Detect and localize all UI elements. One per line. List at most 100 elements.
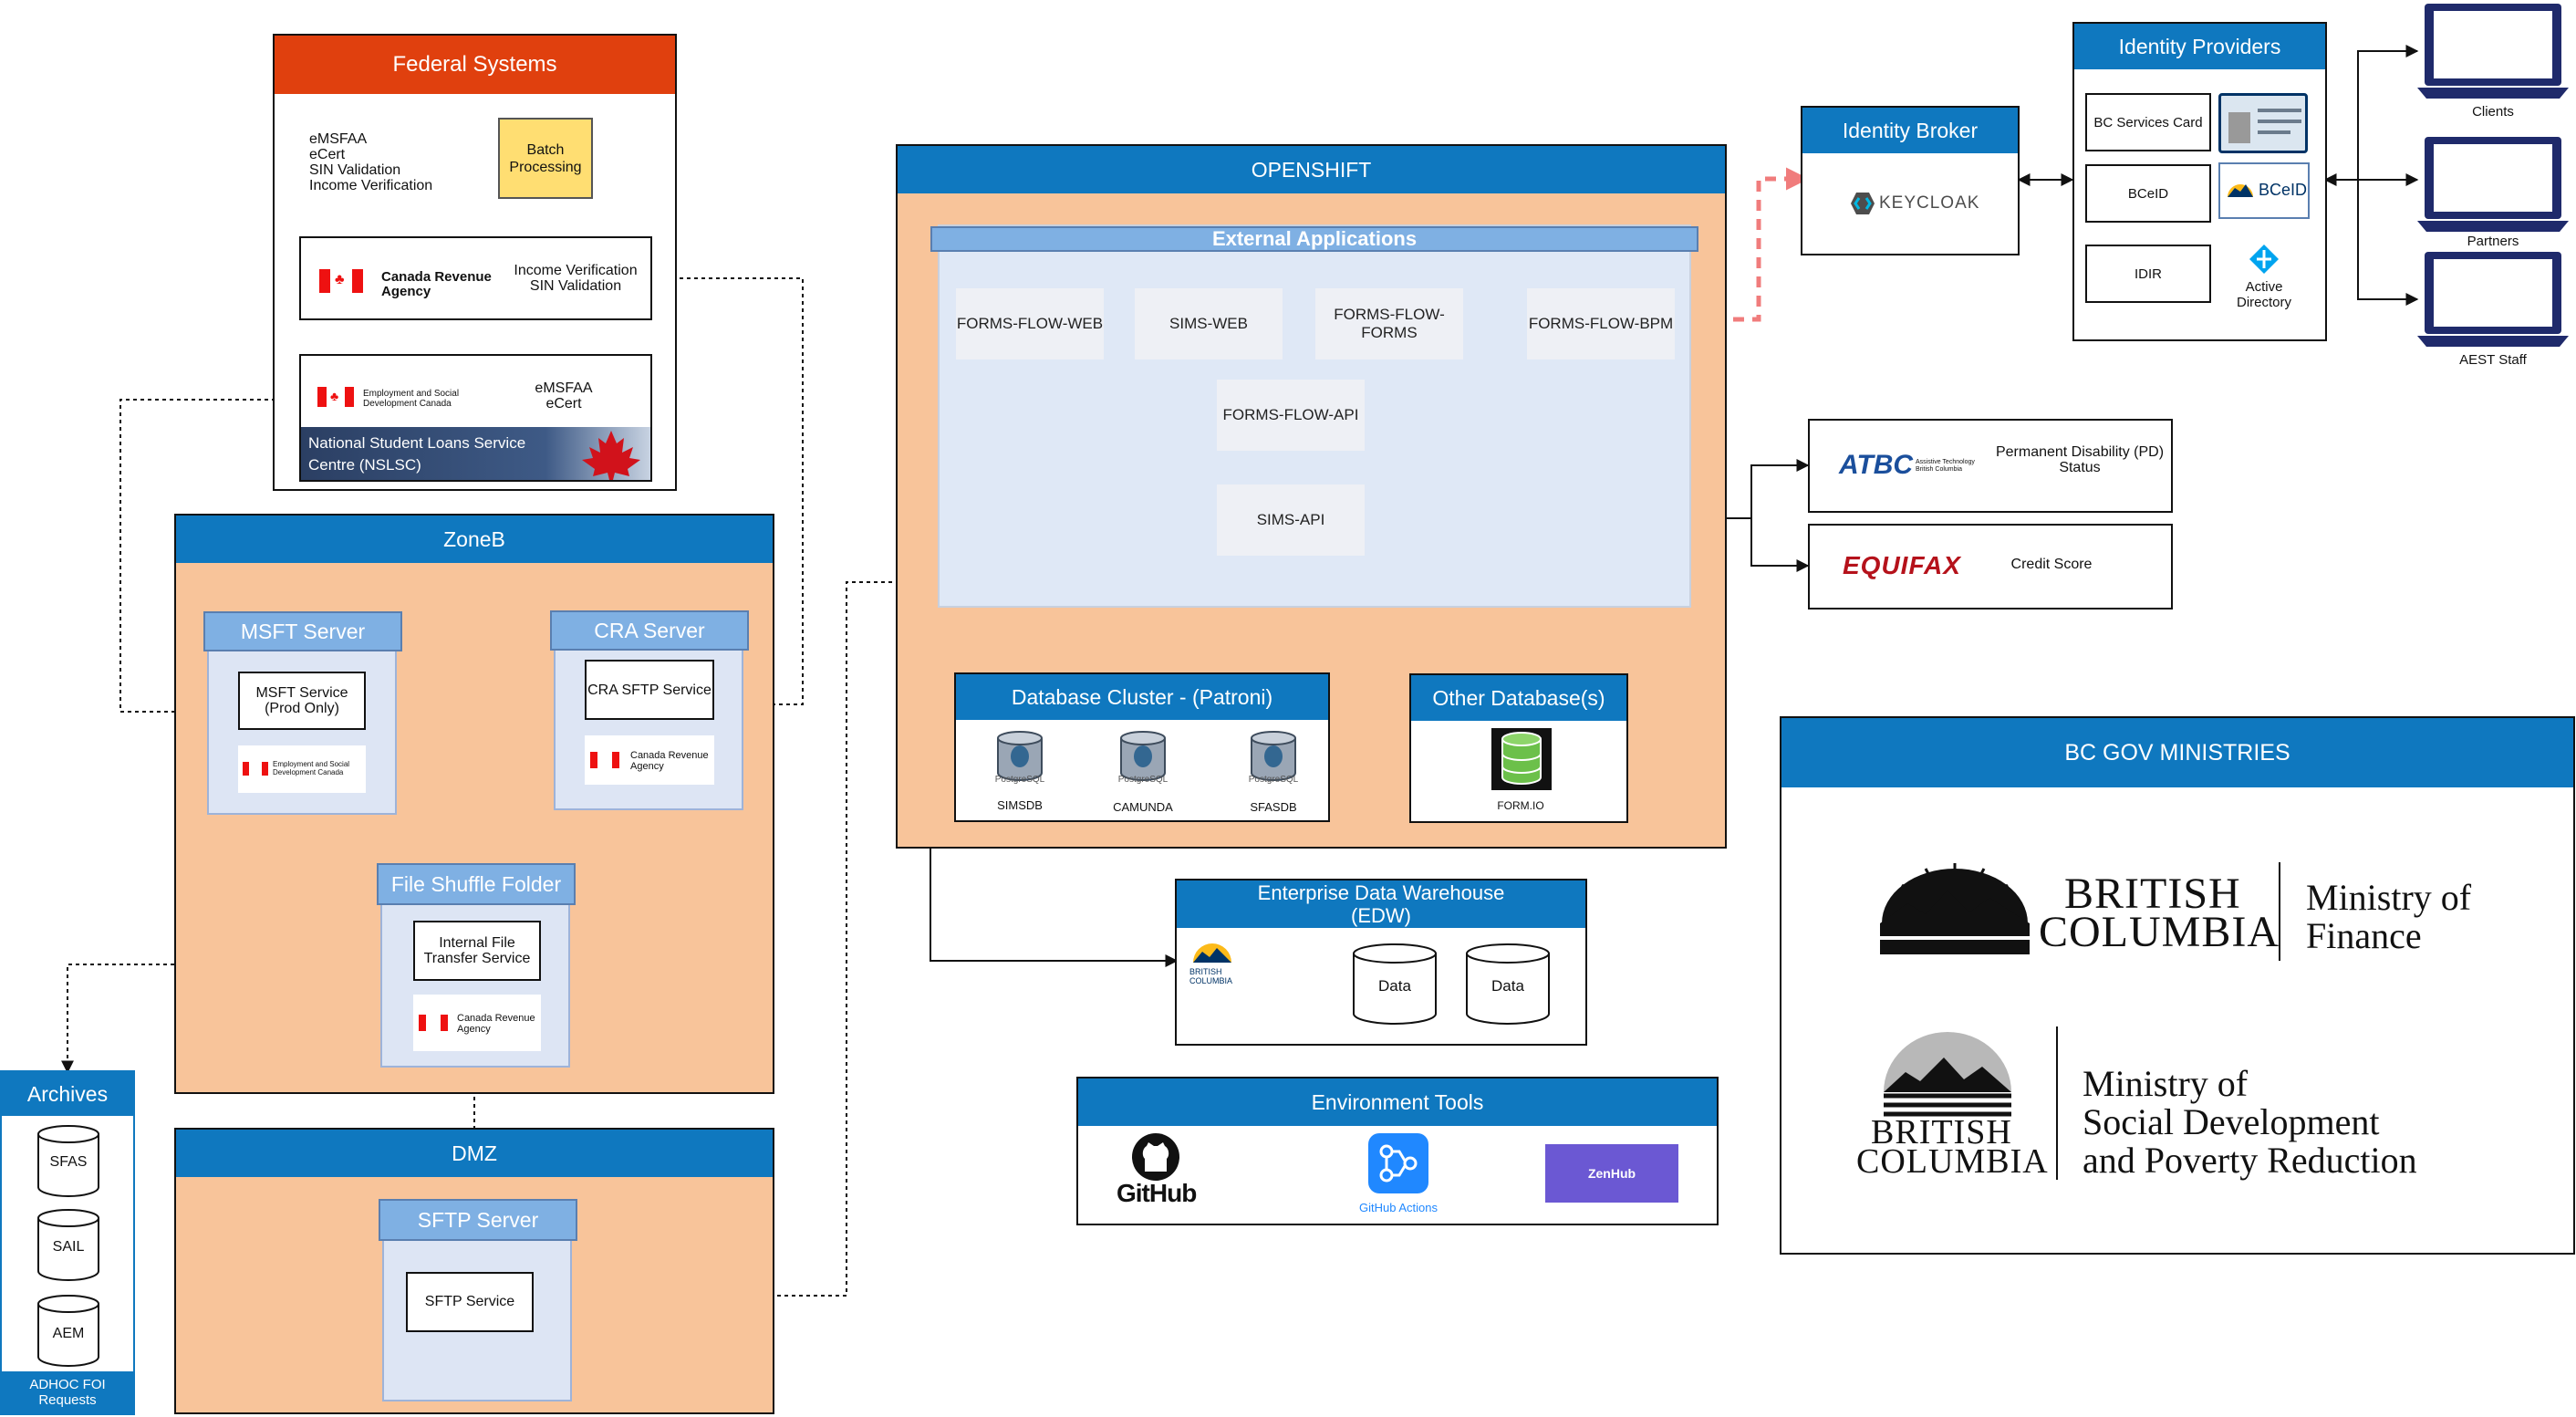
formio-icon <box>1491 728 1552 790</box>
bcsc-card-icon <box>2218 93 2308 153</box>
archives-title: Archives <box>2 1072 133 1116</box>
archive-db-aem <box>37 1295 99 1367</box>
bc-gov-ministries-panel: BC GOV MINISTRIES BRITISH COLUMBIA Minis… <box>1780 716 2575 1255</box>
connector-bpm-to-broker <box>1690 167 1809 331</box>
nslsc-text: National Student Loans Service Centre (N… <box>308 434 526 474</box>
cra-federal-box: ♣ Canada Revenue Agency Income Verificat… <box>299 236 652 320</box>
db-simsdb: SIMSDB <box>997 798 1043 812</box>
archives-footer: ADHOC FOI Requests <box>2 1371 133 1413</box>
canada-flag-icon <box>243 762 268 776</box>
provider-bceid: BCeID <box>2085 164 2211 223</box>
user-clients-label: Clients <box>2472 104 2514 120</box>
canada-flag-icon <box>590 752 619 768</box>
equifax-description: Credit Score <box>2010 557 2093 572</box>
canada-flag-icon <box>419 1015 448 1031</box>
identity-broker-title: Identity Broker <box>1802 108 2018 153</box>
archives-panel: Archives SFAS SAIL AEM ADHOC FOI Request… <box>0 1070 135 1415</box>
provider-idir: IDIR <box>2085 245 2211 303</box>
bc-wordmark-line1: BRITISH <box>1871 1113 2012 1151</box>
ministry-finance-line1: Ministry of <box>2306 877 2472 918</box>
laptop-icon <box>2417 252 2569 347</box>
equifax-logo-text: EQUIFAX <box>1843 551 1961 579</box>
cra-federal-name: Canada Revenue Agency <box>381 269 492 299</box>
connector-to-clients <box>2357 45 2419 180</box>
ministry-divider <box>2279 862 2280 961</box>
other-databases-title: Other Database(s) <box>1411 675 1626 721</box>
ministry-sdpr-line1: Ministry of <box>2083 1063 2249 1104</box>
ministry-divider <box>2056 1026 2058 1180</box>
bc-sun-logo-icon <box>1884 1032 2011 1117</box>
msft-server: MSFT Server MSFT Service (Prod Only) Emp… <box>203 611 402 815</box>
federal-systems-list: eMSFAA eCert SIN Validation Income Verif… <box>309 131 432 193</box>
msft-service-box: MSFT Service (Prod Only) <box>238 672 366 730</box>
postgresql-label: PostgreSQL <box>1248 775 1299 785</box>
edw-data-store-2 <box>1466 943 1550 1025</box>
bceid-logo: BCeID <box>2218 162 2310 219</box>
other-databases: Other Database(s) FORM.IO <box>1409 673 1628 823</box>
openshift-panel: OPENSHIFT External Applications FORMS-FL… <box>896 144 1727 849</box>
ministry-of-sdpr: Ministry of Social Development and Pover… <box>2083 1065 2417 1180</box>
bceid-logo-text: BCeID <box>2259 181 2308 199</box>
postgresql-icon <box>1120 731 1166 781</box>
federal-system-item: eMSFAA <box>309 131 368 147</box>
internal-file-transfer-box: Internal File Transfer Service <box>413 921 541 981</box>
equifax-box: EQUIFAX Credit Score <box>1808 524 2173 610</box>
zoneb-panel: ZoneB MSFT Server MSFT Service (Prod Onl… <box>174 514 774 1094</box>
bc-gov-ministries-title: BC GOV MINISTRIES <box>1781 718 2573 787</box>
provider-bcsc: BC Services Card <box>2085 93 2211 151</box>
openshift-title: OPENSHIFT <box>898 146 1725 193</box>
bc-wordmark-2: BRITISH COLUMBIA <box>1856 1113 2049 1181</box>
file-shuffle-folder-header: File Shuffle Folder <box>377 863 576 905</box>
archive-label-aem: AEM <box>52 1326 85 1341</box>
active-directory-label: Active Directory <box>2236 279 2291 310</box>
edw-bc-logo-text: BRITISH COLUMBIA <box>1189 967 1233 985</box>
connector-to-equifax <box>1750 518 1810 572</box>
ministry-of-finance: Ministry of Finance <box>2306 879 2471 955</box>
edw-data-label-1: Data <box>1378 977 1411 995</box>
ministry-sdpr-line2: Social Development <box>2083 1101 2380 1142</box>
msft-esdc-logo: Employment and Social Development Canada <box>238 745 366 793</box>
app-forms-flow-forms: FORMS-FLOW-FORMS <box>1315 288 1463 359</box>
identity-broker-panel: Identity Broker KEYCLOAK <box>1801 106 2020 255</box>
laptop-icon <box>2417 137 2569 232</box>
esdc-federal-desc: eMSFAA eCert <box>535 380 593 412</box>
edw-panel: Enterprise Data Warehouse (EDW) BRITISH … <box>1175 879 1587 1046</box>
environment-tools-panel: Environment Tools GitHub GitHub Actions … <box>1076 1077 1719 1225</box>
bc-gov-logo-icon <box>2228 184 2253 197</box>
bc-wordmark-1: BRITISH COLUMBIA <box>2039 872 2280 956</box>
github-actions-icon <box>1368 1133 1428 1193</box>
edw-data-label-2: Data <box>1491 977 1524 995</box>
user-aest-staff-label: AEST Staff <box>2459 352 2527 368</box>
bc-wordmark-line2: COLUMBIA <box>2039 908 2280 956</box>
bc-wordmark-line2: COLUMBIA <box>1856 1142 2049 1181</box>
app-forms-flow-web: FORMS-FLOW-WEB <box>956 288 1104 359</box>
atbc-box: ATBC Assistive Technology British Columb… <box>1808 419 2173 513</box>
ministry-sdpr-line3: and Poverty Reduction <box>2083 1140 2417 1181</box>
edw-data-store-1 <box>1353 943 1437 1025</box>
bc-sun-logo-icon <box>1880 863 2030 954</box>
postgresql-icon <box>1251 731 1296 781</box>
github-label: GitHub <box>1117 1179 1197 1207</box>
cra-sftp-service-box: CRA SFTP Service <box>585 660 714 720</box>
esdc-federal-name: Employment and Social Development Canada <box>363 389 460 409</box>
maple-leaf-icon <box>582 431 640 480</box>
nslsc-banner: National Student Loans Service Centre (N… <box>301 427 650 480</box>
cra-server-logo: Canada Revenue Agency <box>585 735 714 785</box>
federal-system-item: Income Verification <box>309 178 433 193</box>
ministry-finance-line2: Finance <box>2306 915 2422 956</box>
zenhub-logo: ZenHub <box>1545 1144 1678 1203</box>
federal-systems-panel: Federal Systems eMSFAA eCert SIN Validat… <box>273 34 677 491</box>
connector-to-atbc <box>1750 459 1810 518</box>
app-forms-flow-bpm: FORMS-FLOW-BPM <box>1527 288 1675 359</box>
keycloak-logo: KEYCLOAK <box>1850 192 1979 215</box>
database-cluster-title: Database Cluster - (Patroni) <box>956 674 1328 720</box>
app-forms-flow-api: FORMS-FLOW-API <box>1217 380 1365 451</box>
zoneb-title: ZoneB <box>176 516 773 563</box>
app-sims-web: SIMS-WEB <box>1135 288 1283 359</box>
laptop-icon <box>2417 4 2569 99</box>
identity-providers-title: Identity Providers <box>2074 24 2325 69</box>
batch-processing-box: Batch Processing <box>498 118 593 199</box>
postgresql-label: PostgreSQL <box>1117 775 1169 785</box>
archive-label-sail: SAIL <box>52 1239 85 1255</box>
fsf-cra-logo: Canada Revenue Agency <box>413 995 541 1051</box>
